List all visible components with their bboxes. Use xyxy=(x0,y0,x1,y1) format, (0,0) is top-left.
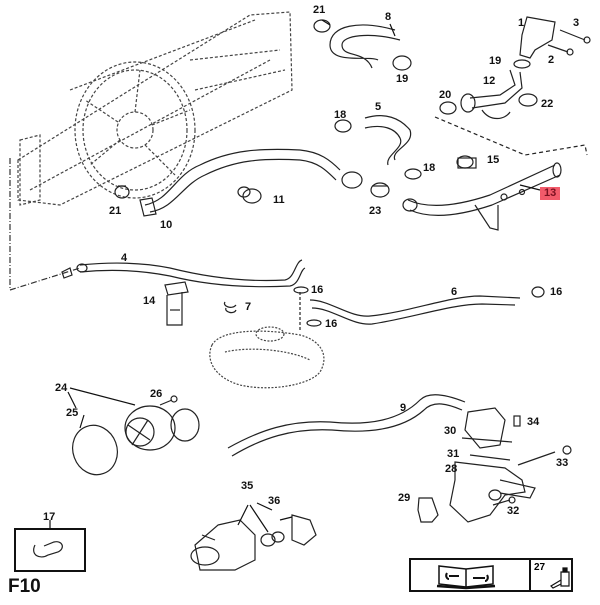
thermostat-housing-28 xyxy=(449,461,536,523)
clamp-16-right xyxy=(531,286,545,298)
clamp-16-upper xyxy=(293,286,309,294)
clamp-15 xyxy=(456,155,477,169)
callout-11: 11 xyxy=(273,194,285,206)
leader-lines-top xyxy=(321,19,396,37)
sealant-bottle-icon xyxy=(550,567,570,589)
callout-6: 6 xyxy=(451,286,458,298)
clamp-21-lower xyxy=(114,185,130,199)
gasket-36 xyxy=(291,514,317,546)
callout-16-upper: 16 xyxy=(311,284,324,296)
clamp-18-upper xyxy=(334,119,352,133)
clamp-22 xyxy=(518,93,538,107)
callout-24: 24 xyxy=(55,382,68,394)
leader-line xyxy=(9,158,81,291)
leader-13 xyxy=(519,184,541,191)
callout-23: 23 xyxy=(369,205,382,217)
hose-4 xyxy=(79,259,306,288)
callout-10: 10 xyxy=(160,219,173,231)
gasket-31 xyxy=(469,454,511,461)
callout-4: 4 xyxy=(121,252,128,264)
clip-7 xyxy=(223,301,237,314)
hose-6 xyxy=(309,295,521,325)
callout-15: 15 xyxy=(487,154,500,166)
thermostat-housing-1 xyxy=(519,16,591,59)
clip-17 xyxy=(33,541,63,558)
water-pump-24 xyxy=(124,405,200,451)
legend-box: 27 xyxy=(409,558,573,592)
callout-28: 28 xyxy=(445,463,458,475)
repair-manual-icon xyxy=(411,560,531,590)
callout-25: 25 xyxy=(66,407,79,419)
callout-36: 36 xyxy=(268,495,281,507)
callout-32: 32 xyxy=(507,505,520,517)
callout-8: 8 xyxy=(385,11,392,23)
hose-9 xyxy=(227,394,466,457)
thermostat-cover-30 xyxy=(461,407,513,449)
callout-20: 20 xyxy=(439,89,452,101)
callout-7: 7 xyxy=(245,301,252,313)
pipe-bracket xyxy=(474,204,499,231)
hose-12 xyxy=(469,69,523,109)
callout-19-left: 19 xyxy=(396,73,409,85)
callout-21-upper: 21 xyxy=(313,4,326,16)
gasket-29 xyxy=(417,497,439,523)
housing-35 xyxy=(190,519,256,571)
bolt-26 xyxy=(159,395,178,406)
callout-13-highlighted: 13 xyxy=(540,187,561,200)
hose-10 xyxy=(144,148,301,213)
legend-item-27: 27 xyxy=(531,560,571,590)
callout-17: 17 xyxy=(43,511,56,523)
callout-33: 33 xyxy=(556,457,569,469)
clamp-19-upper-right xyxy=(513,59,531,69)
callout-30: 30 xyxy=(444,425,457,437)
bolt-32 xyxy=(492,496,516,506)
hose-end xyxy=(139,197,157,217)
callout-16-lower: 16 xyxy=(325,318,338,330)
callout-2: 2 xyxy=(548,54,555,66)
callout-35: 35 xyxy=(241,480,254,492)
callout-34: 34 xyxy=(527,416,540,428)
callout-31: 31 xyxy=(447,448,460,460)
callout-16-right: 16 xyxy=(550,286,563,298)
clamp-19-upper xyxy=(392,55,412,71)
callout-22: 22 xyxy=(541,98,554,110)
callout-26: 26 xyxy=(150,388,163,400)
callout-14: 14 xyxy=(143,295,156,307)
hose-8 xyxy=(329,24,401,69)
bolt-33 xyxy=(517,445,572,466)
screw-34 xyxy=(513,415,521,427)
callout-5: 5 xyxy=(375,101,382,113)
clamp-23 xyxy=(370,182,390,198)
callout-18-upper: 18 xyxy=(334,109,347,121)
part-17-box xyxy=(14,528,86,572)
clamp-21-upper xyxy=(313,19,331,33)
radiator-fan-assembly xyxy=(17,11,293,206)
seal-ring-25 xyxy=(72,424,118,476)
clamp-11 xyxy=(237,186,262,204)
clamp-16-lower xyxy=(306,319,322,327)
callout-12: 12 xyxy=(483,75,496,87)
callout-9: 9 xyxy=(400,402,407,414)
callout-3: 3 xyxy=(573,17,580,29)
hose-5 xyxy=(364,115,412,166)
expansion-tank xyxy=(209,326,325,389)
callout-29: 29 xyxy=(398,492,411,504)
legend-item-27-number: 27 xyxy=(534,562,546,573)
clamp-18-lower xyxy=(404,168,422,180)
hose-coupling xyxy=(341,171,363,189)
sensor-35 xyxy=(260,531,285,547)
callout-1: 1 xyxy=(518,17,525,29)
clamp-20 xyxy=(439,101,457,115)
callout-19-right: 19 xyxy=(489,55,502,67)
figure-label: F10 xyxy=(8,576,41,597)
callout-18-lower: 18 xyxy=(423,162,436,174)
clip-14 xyxy=(164,281,189,326)
callout-21-lower: 21 xyxy=(109,205,122,217)
